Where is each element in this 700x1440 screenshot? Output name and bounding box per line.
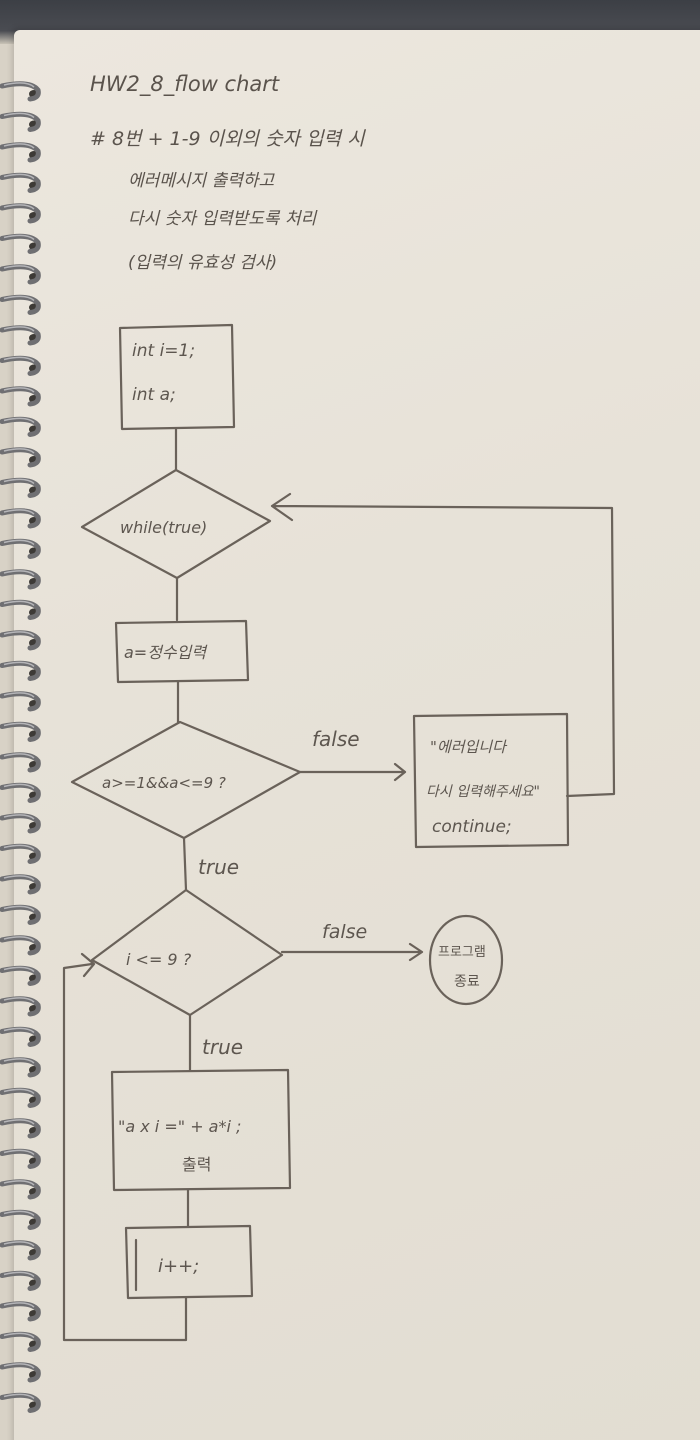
spiral-coil [0, 1392, 41, 1413]
init-line-1: int i=1; [132, 341, 195, 361]
error-line-1: "에러입니다 [430, 738, 508, 756]
spiral-coil [0, 355, 41, 376]
spiral-coil [0, 630, 41, 651]
input-label: a=정수입력 [124, 643, 208, 662]
spiral-coil [0, 752, 41, 773]
spiral-coil [0, 1301, 41, 1322]
notebook-page [14, 30, 700, 1440]
page-title: HW2_8_flow chart [90, 72, 280, 96]
spiral-coil [0, 416, 41, 437]
spiral-coil [0, 447, 41, 468]
print-line-1: "a x i =" + a*i ; [118, 1117, 241, 1136]
spiral-coil [0, 1362, 41, 1383]
header-line-4: (입력의 유효성 검사) [128, 253, 278, 273]
spiral-coil [0, 935, 41, 956]
increment-box [124, 1224, 254, 1300]
spiral-coil [0, 538, 41, 559]
spiral-coil [0, 660, 41, 681]
arrow-continue-loop [270, 492, 616, 798]
end-line-2: 종료 [454, 974, 480, 990]
spiral-coil [0, 203, 41, 224]
print-line-2: 출력 [182, 1155, 211, 1174]
spiral-coil [0, 508, 41, 529]
spiral-coil [0, 1270, 41, 1291]
error-line-2: 다시 입력해주세요" [426, 784, 540, 800]
i-check-condition: i <= 9 ? [126, 950, 192, 969]
arrow-loop-back [62, 952, 188, 1342]
spiral-coil [0, 904, 41, 925]
spiral-coil [0, 782, 41, 803]
header-line-1: # 8번 + 1-9 이외의 숫자 입력 시 [90, 128, 365, 150]
spiral-coil [0, 569, 41, 590]
label-false-1: false [312, 727, 360, 751]
spiral-coil [0, 172, 41, 193]
label-true-1: true [198, 855, 239, 879]
arrow-false-end [280, 942, 424, 962]
spiral-coil [0, 965, 41, 986]
spiral-coil [0, 1209, 41, 1230]
while-condition: while(true) [120, 518, 207, 537]
init-line-2: int a; [132, 385, 176, 405]
spiral-coil [0, 1240, 41, 1261]
spiral-coil [0, 325, 41, 346]
header-line-2: 에러메시지 출력하고 [128, 171, 275, 191]
spiral-coil [0, 599, 41, 620]
end-terminal [428, 914, 504, 1006]
spiral-coil [0, 721, 41, 742]
spiral-coil [0, 1087, 41, 1108]
spiral-coil [0, 233, 41, 254]
spiral-coil [0, 813, 41, 834]
connector-range-icheck [182, 836, 188, 892]
input-box [114, 619, 250, 684]
error-line-3: continue; [432, 817, 512, 837]
spiral-coil [0, 1148, 41, 1169]
spiral-coil [0, 1118, 41, 1139]
range-condition: a>=1&&a<=9 ? [102, 774, 226, 792]
spiral-coil [0, 111, 41, 132]
spiral-coil [0, 294, 41, 315]
end-line-1: 프로그램 [438, 945, 486, 960]
print-box [110, 1068, 292, 1192]
spiral-binding [0, 81, 41, 1413]
label-false-2: false [322, 921, 367, 943]
spiral-coil [0, 843, 41, 864]
header-line-3: 다시 숫자 입력받도록 처리 [128, 209, 317, 229]
label-true-2: true [202, 1035, 243, 1059]
spiral-coil [0, 477, 41, 498]
spiral-coil [0, 1057, 41, 1078]
spiral-coil [0, 691, 41, 712]
spiral-coil [0, 996, 41, 1017]
spiral-coil [0, 874, 41, 895]
spiral-coil [0, 81, 41, 102]
increment-label: i++; [158, 1256, 199, 1277]
spiral-coil [0, 1179, 41, 1200]
error-box [412, 712, 570, 849]
spiral-coil [0, 1026, 41, 1047]
arrow-false-error [298, 762, 407, 782]
init-box [118, 323, 236, 431]
spiral-coil [0, 1331, 41, 1352]
spiral-coil [0, 142, 41, 163]
spiral-coil [0, 264, 41, 285]
spiral-coil [0, 386, 41, 407]
